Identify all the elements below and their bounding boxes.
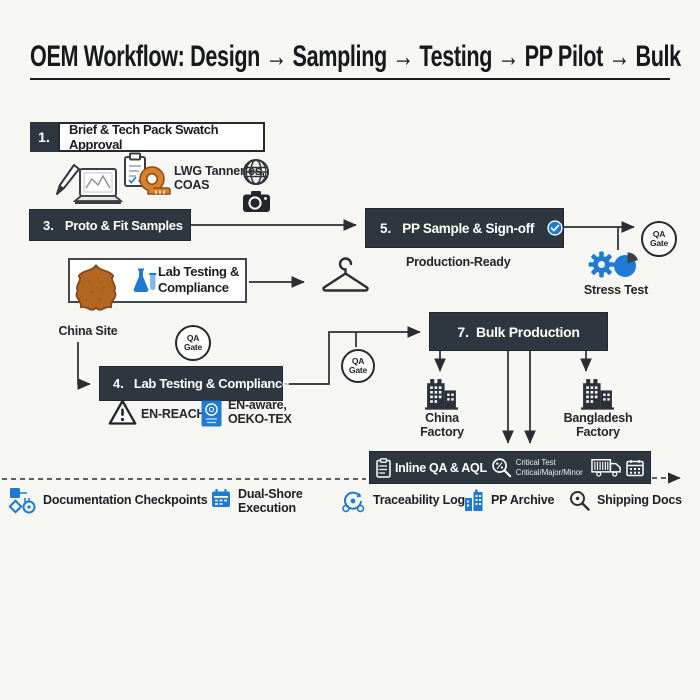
gear-icon (588, 251, 615, 278)
legend-item-shipping-docs: Shipping Docs (569, 490, 682, 511)
archive-building-icon (465, 489, 483, 511)
cert-line1: EN-aware, (228, 398, 287, 412)
measuring-tape-icon (139, 166, 171, 195)
flowchart-icon (8, 488, 36, 514)
camera-icon (243, 191, 270, 212)
supplier-note: LWG Tanneries, COAS (174, 164, 265, 193)
legend-item-documentation: Documentation Checkpoints (8, 486, 208, 516)
traceability-icon (342, 491, 365, 513)
arrow-chinasite-to-step4 (77, 342, 91, 390)
step7-number: 7. (457, 323, 470, 340)
step5-label: PP Sample & Sign-off (402, 220, 535, 236)
bangladesh-factory-label: Bangladesh Factory (563, 411, 633, 440)
step3-label: Proto & Fit Samples (64, 217, 183, 233)
cert-note: EN-aware, OEKO-TEX (228, 398, 292, 427)
defect-line2: Critical/Major/Minor (515, 467, 583, 477)
china-site-label: China Site (58, 324, 118, 338)
step3-number: 3. (43, 217, 54, 233)
pie-chart-icon (614, 252, 638, 277)
legend-item-traceability: Traceability Log (340, 489, 465, 513)
reach-label: EN-REACH (141, 407, 206, 421)
aql-magnifier-icon (492, 458, 511, 478)
qa-gate-badge-step4: QA Gate (341, 349, 375, 383)
truck-barcode-icon (591, 459, 621, 477)
stress-test-label: Stress Test (583, 283, 649, 297)
qa-gate-badge-mid: QA Gate (175, 325, 211, 361)
step1-label: Brief & Tech Pack Swatch Approval (69, 122, 219, 152)
qa-gate-line1: QA (652, 228, 666, 239)
defect-line1: Critical Test (515, 457, 556, 467)
magnifier-icon (570, 491, 590, 511)
qa-gate-badge-top: QA Gate (641, 221, 677, 257)
step3-box: 3. Proto & Fit Samples (30, 210, 190, 240)
hanger-icon (322, 257, 369, 292)
step4-label: Lab Testing & Compliance (133, 376, 289, 391)
leather-hide-icon (75, 264, 117, 311)
legend-dual-shore-label: Dual-Shore Execution (211, 487, 303, 516)
qa-gate-line2: Gate (649, 238, 669, 248)
inline-qa-bar: Inline QA & AQL Critical Test Critical/M… (370, 452, 650, 483)
legend-dual-shore-line1: Dual-Shore (238, 487, 303, 501)
signoff-check-icon (547, 220, 563, 236)
pencil-icon (56, 164, 80, 195)
calendar-icon (212, 489, 230, 507)
step5-box: 5. PP Sample & Sign-off (366, 209, 563, 247)
defect-classes: Critical Test Critical/Major/Minor (516, 458, 583, 478)
qa-gate-line2: Gate (348, 365, 368, 375)
step4-number: 4. (113, 376, 124, 391)
cert-line2: OEKO-TEX (228, 412, 292, 427)
lab-box-label-line1: Lab Testing & (158, 264, 240, 279)
legend-dual-shore-line2: Execution (238, 501, 296, 516)
step7-label: Bulk Production (476, 323, 580, 340)
step1-label-box: Brief & Tech Pack Swatch Approval (58, 122, 265, 152)
qa-gate-line2: Gate (183, 342, 203, 352)
china-factory-icon (425, 379, 458, 410)
legend-item-dual-shore: Dual-Shore Execution (211, 487, 303, 516)
oeko-tex-badge-icon (201, 400, 222, 427)
legend-documentation-label: Documentation Checkpoints (43, 493, 208, 507)
qa-gate-line1: QA (351, 355, 365, 366)
legend-shipping-docs-label: Shipping Docs (597, 493, 682, 507)
lab-box-label: Lab Testing & Compliance (158, 264, 239, 295)
step1-number: 1. (38, 129, 50, 145)
arrow-step4-to-step7 (282, 326, 421, 385)
lab-flask-icon (133, 268, 157, 292)
page-title: OEM Workflow: Design → Sampling → Testin… (30, 40, 681, 73)
china-factory-label: China Factory (420, 411, 464, 440)
warning-triangle-icon (108, 399, 137, 425)
step4-box: 4. Lab Testing & Compliance (100, 367, 289, 400)
laptop-design-icon (72, 168, 124, 204)
qa-gate-line1: QA (186, 332, 200, 343)
legend-traceability-label: Traceability Log (373, 493, 465, 507)
globe-icon (243, 159, 269, 185)
inline-qa-label: Inline QA & AQL (395, 460, 487, 475)
production-ready-label: Production-Ready (406, 255, 511, 269)
supplier-line2: COAS (174, 178, 210, 193)
bangladesh-factory-icon (581, 379, 614, 410)
lab-box-label-line2: Compliance (158, 279, 229, 295)
step7-box: 7. Bulk Production (430, 313, 607, 350)
qa-clipboard-icon (376, 457, 391, 478)
step1-number-box: 1. (30, 122, 58, 152)
legend-pp-archive-label: PP Archive (491, 493, 555, 507)
legend-item-pp-archive: PP Archive (463, 489, 555, 512)
schedule-calendar-icon (626, 459, 644, 476)
step5-number: 5. (380, 220, 392, 236)
supplier-line1: LWG Tanneries, (174, 164, 265, 178)
